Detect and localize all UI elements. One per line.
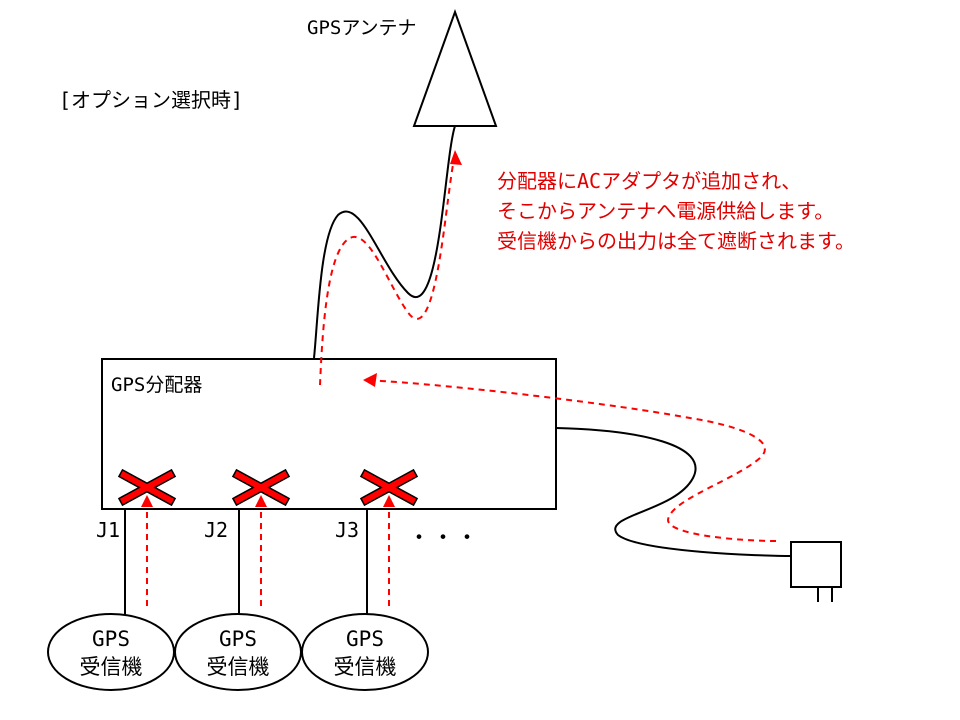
receiver-1-line-2: 受信機: [79, 655, 143, 679]
power-note-line-1: 分配器にACアダプタが追加され、: [497, 169, 802, 193]
more-ports-ellipsis: ・・・: [408, 526, 481, 551]
mode-label: [オプション選択時]: [59, 88, 244, 112]
antenna-cable: [313, 125, 456, 359]
port-j3-flow-arrowhead: [383, 495, 395, 507]
port-j1-label: J1: [96, 518, 121, 542]
receiver-3-line-2: 受信機: [333, 655, 397, 679]
antenna-label: GPSアンテナ: [307, 17, 417, 39]
port-j2-label: J2: [204, 518, 229, 542]
adapter-cable: [555, 427, 793, 557]
receiver-1-label: GPS 受信機: [47, 625, 175, 681]
port-j3-blocked-mark: [359, 468, 419, 507]
receiver-2-label: GPS 受信機: [174, 625, 302, 681]
port-j1-flow-arrowhead: [141, 495, 153, 507]
power-flow-adapter: [364, 379, 777, 542]
receiver-3-line-1: GPS: [346, 627, 384, 651]
power-note-line-3: 受信機からの出力は全て遮断されます。: [497, 229, 855, 253]
power-flow-adapter-arrowhead: [363, 373, 377, 387]
power-flow-antenna: [319, 154, 456, 386]
port-j2-blocked-mark: [231, 468, 291, 507]
splitter-label: GPS分配器: [111, 374, 203, 396]
power-flow-antenna-arrowhead: [450, 150, 462, 165]
ac-adapter: [790, 541, 842, 588]
splitter-box: [101, 358, 557, 510]
receiver-1-line-1: GPS: [92, 627, 130, 651]
receiver-3-label: GPS 受信機: [301, 625, 429, 681]
port-j2-flow-arrowhead: [255, 495, 267, 507]
power-note: 分配器にACアダプタが追加され、 そこからアンテナへ電源供給します。 受信機から…: [497, 166, 855, 256]
port-j1-blocked-mark: [117, 468, 177, 507]
port-j3-label: J3: [335, 518, 360, 542]
receiver-2-line-2: 受信機: [206, 655, 270, 679]
antenna-triangle: [412, 9, 498, 127]
receiver-3-ellipse: [301, 613, 429, 691]
receiver-2-line-1: GPS: [219, 627, 257, 651]
power-note-line-2: そこからアンテナへ電源供給します。: [497, 199, 835, 223]
